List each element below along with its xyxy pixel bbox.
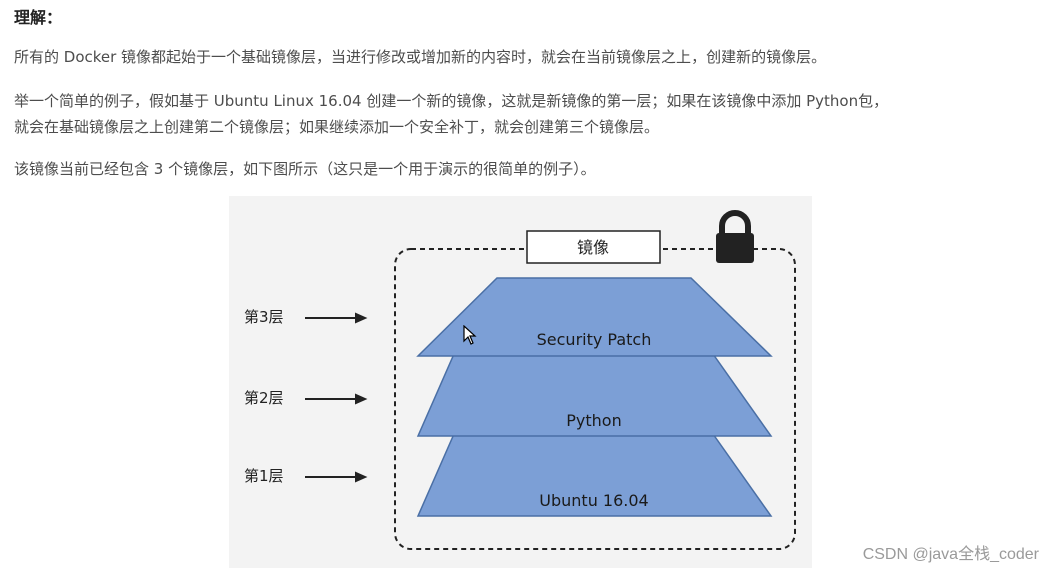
layer-label-2: 第2层 bbox=[244, 389, 284, 407]
paragraph-2: 举一个简单的例子，假如基于 Ubuntu Linux 16.04 创建一个新的镜… bbox=[14, 88, 888, 140]
paragraph-2-line-2: 就会在基础镜像层之上创建第二个镜像层；如果继续添加一个安全补丁，就会创建第三个镜… bbox=[14, 118, 660, 136]
arrowhead-layer-1 bbox=[355, 471, 368, 483]
paragraph-1: 所有的 Docker 镜像都起始于一个基础镜像层，当进行修改或增加新的内容时，就… bbox=[14, 48, 827, 66]
section-heading: 理解： bbox=[14, 8, 63, 27]
layers-diagram: 镜像 Security Patch Python Ubuntu 16.04 bbox=[305, 210, 796, 550]
arrowhead-layer-3 bbox=[355, 312, 368, 324]
paragraph-2-line-1: 举一个简单的例子，假如基于 Ubuntu Linux 16.04 创建一个新的镜… bbox=[14, 92, 889, 110]
layer-name-2: Python bbox=[566, 411, 621, 430]
lock-icon bbox=[716, 210, 754, 263]
layer-name-3: Security Patch bbox=[537, 330, 652, 349]
mouse-cursor-icon bbox=[463, 325, 477, 345]
arrowhead-layer-2 bbox=[355, 393, 368, 405]
layer-name-1: Ubuntu 16.04 bbox=[539, 491, 648, 510]
watermark: CSDN @java全栈_coder bbox=[862, 546, 1039, 563]
paragraph-3: 该镜像当前已经包含 3 个镜像层，如下图所示（这只是一个用于演示的很简单的例子）… bbox=[14, 160, 596, 178]
layer-label-3: 第3层 bbox=[244, 308, 284, 326]
image-label-box bbox=[526, 230, 661, 264]
layer-security-patch bbox=[416, 277, 773, 357]
docker-layers-figure: 镜像 Security Patch Python Ubuntu 16.04 第3… bbox=[229, 196, 812, 568]
image-label: 镜像 bbox=[577, 238, 609, 257]
layer-label-1: 第1层 bbox=[244, 467, 284, 485]
